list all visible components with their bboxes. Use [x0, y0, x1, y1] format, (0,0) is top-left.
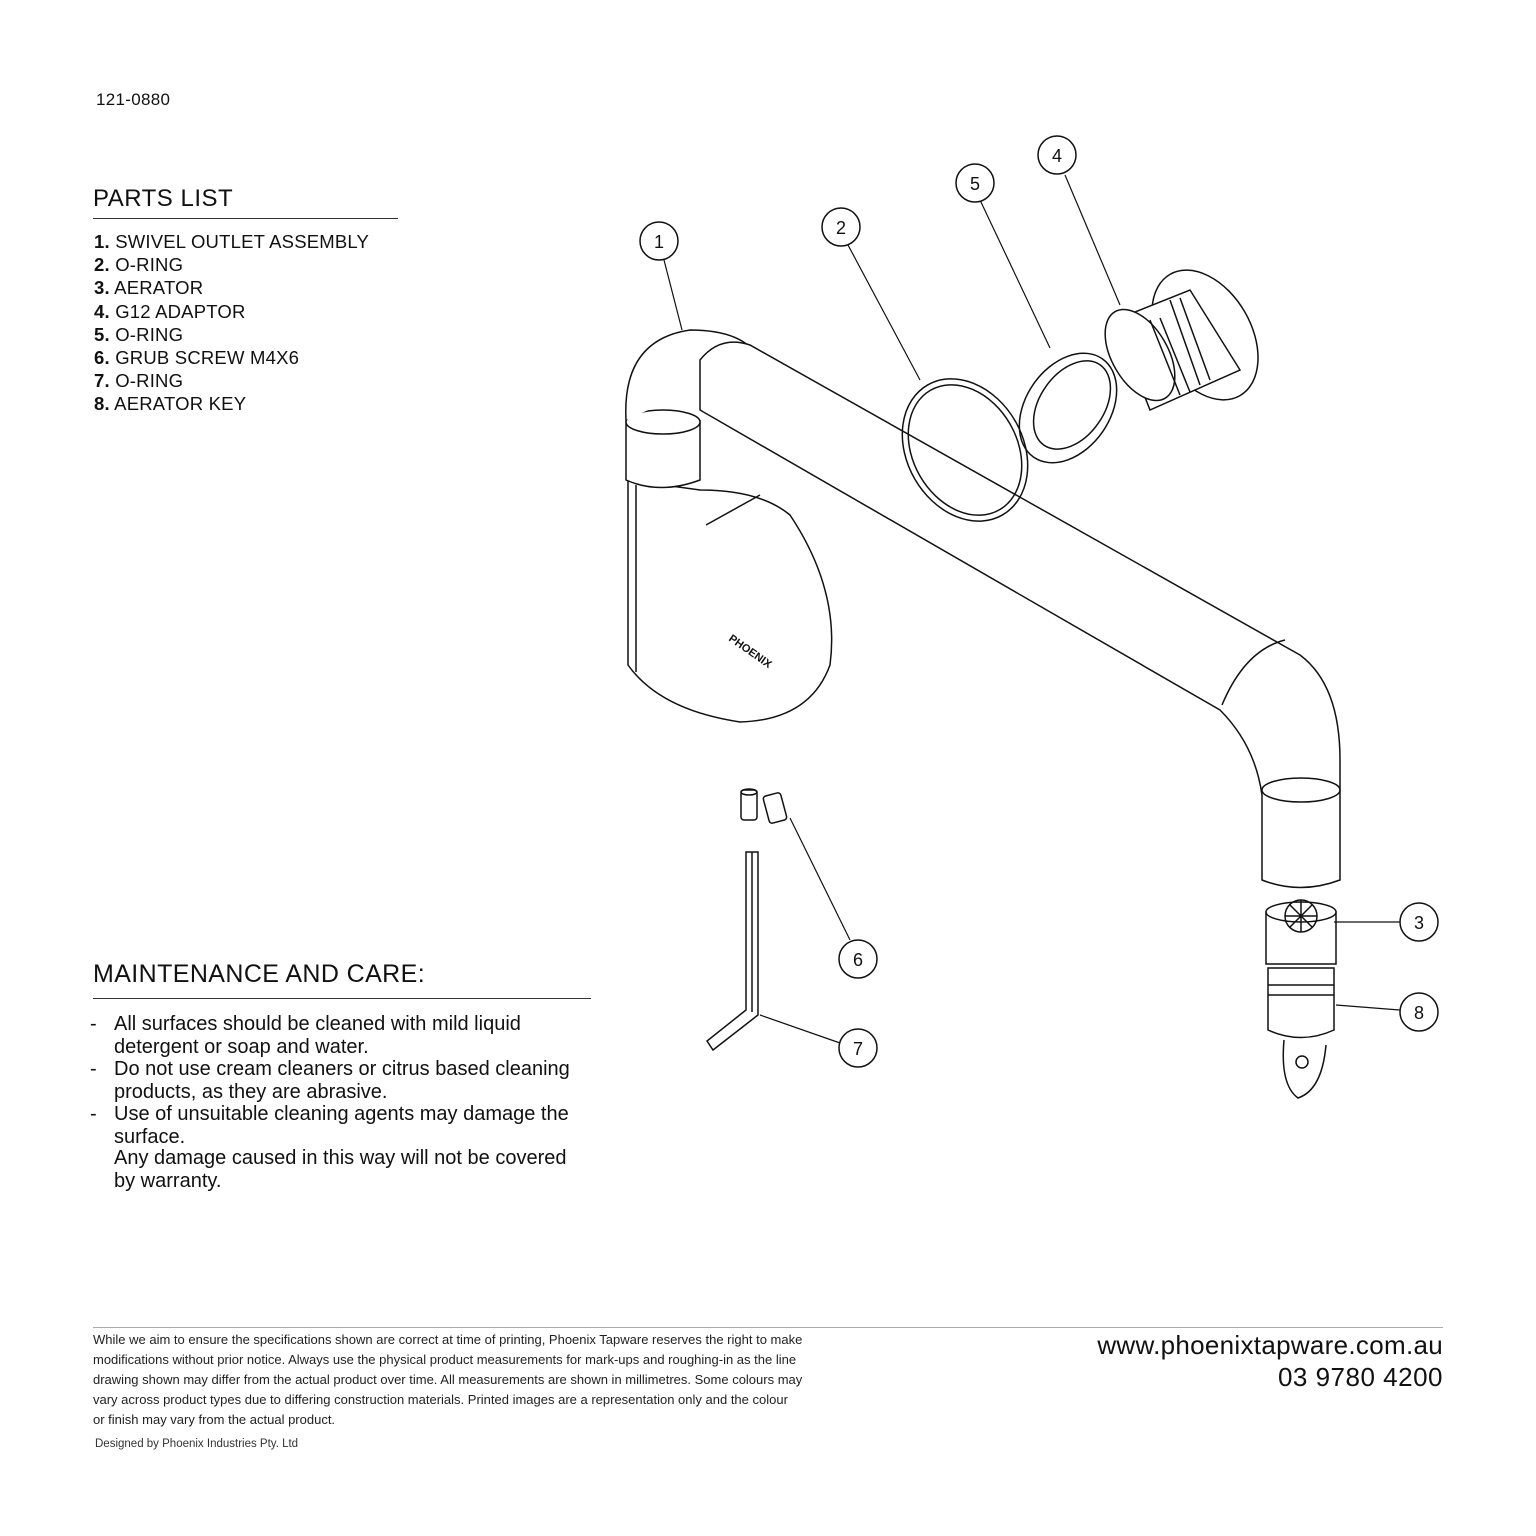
phone-number: 03 9780 4200: [1277, 1362, 1443, 1392]
parts-list-divider: [93, 218, 398, 219]
part-number: 2.: [94, 254, 110, 276]
callout-circle: [821, 207, 861, 247]
parts-list-title: PARTS LIST: [93, 185, 234, 212]
callout-5: 5: [970, 174, 980, 194]
swivel-outlet-assembly: PHOENIX: [625, 329, 1341, 889]
callout-7: 7: [853, 1039, 863, 1059]
part-label: O-RING: [115, 254, 184, 276]
bullet-dash: -: [90, 1013, 97, 1035]
footer-divider: [93, 1327, 1443, 1328]
part-label: G12 ADAPTOR: [115, 300, 246, 322]
part-number: 6.: [94, 347, 110, 369]
callout-circle: [838, 939, 878, 979]
bullet-dash: -: [90, 1058, 97, 1081]
parts-list-item: 1. SWIVEL OUTLET ASSEMBLY: [94, 230, 369, 253]
callout-8: 8: [1414, 1003, 1424, 1023]
callout-4: 4: [1052, 146, 1062, 166]
part-label: AERATOR KEY: [114, 393, 247, 415]
part-label: O-RING: [115, 370, 184, 392]
aerator-assembly: [1265, 899, 1337, 1099]
part-label: O-RING: [115, 323, 184, 345]
o-ring-large: [901, 378, 1029, 522]
callouts: 1 2 3 4 5 6 7 8: [639, 135, 1439, 1068]
callout-circle: [838, 1028, 878, 1068]
parts-list-item: 8. AERATOR KEY: [94, 392, 369, 415]
callout-2: 2: [836, 218, 846, 238]
part-number: 7.: [94, 370, 110, 392]
callout-circle: [1399, 992, 1439, 1032]
parts-list: 1. SWIVEL OUTLET ASSEMBLY 2. O-RING 3. A…: [94, 230, 369, 416]
maintenance-title: MAINTENANCE AND CARE:: [93, 960, 426, 988]
callout-circle: [1399, 902, 1439, 942]
part-number: 4.: [94, 300, 110, 322]
part-label: AERATOR: [114, 277, 204, 299]
maintenance-text: Do not use cream cleaners or citrus base…: [114, 1058, 570, 1103]
maintenance-item: -Use of unsuitable cleaning agents may d…: [90, 1103, 590, 1148]
maintenance-item: -All surfaces should be cleaned with mil…: [90, 1013, 590, 1058]
o-ring-small: [1018, 352, 1118, 464]
parts-list-item: 6. GRUB SCREW M4X6: [94, 346, 369, 369]
designed-by: Designed by Phoenix Industries Pty. Ltd: [95, 1438, 299, 1450]
callout-6: 6: [853, 950, 863, 970]
maintenance-text: All surfaces should be cleaned with mild…: [114, 1013, 521, 1058]
disclaimer-text: While we aim to ensure the specification…: [93, 1332, 803, 1427]
part-number: 3.: [94, 277, 110, 299]
parts-list-item: 2. O-RING: [94, 253, 369, 276]
g12-adaptor: [1104, 269, 1259, 412]
parts-list-item: 5. O-RING: [94, 323, 369, 346]
hex-key: [705, 851, 759, 1052]
parts-list-item: 7. O-RING: [94, 369, 369, 392]
callout-circle: [1037, 135, 1077, 175]
part-label: SWIVEL OUTLET ASSEMBLY: [115, 231, 370, 252]
part-label: GRUB SCREW M4X6: [115, 347, 300, 369]
part-number: 1.: [94, 231, 110, 252]
bullet-dash: -: [90, 1103, 97, 1126]
part-number: 5.: [94, 323, 110, 345]
grub-screws: [740, 788, 788, 824]
callout-circle: [955, 163, 995, 203]
parts-list-item: 4. G12 ADAPTOR: [94, 300, 369, 323]
parts-list-item: 3. AERATOR: [94, 276, 369, 299]
maintenance-item: -Do not use cream cleaners or citrus bas…: [90, 1058, 590, 1103]
part-number: 8.: [94, 393, 110, 415]
maintenance-list: -All surfaces should be cleaned with mil…: [90, 1013, 590, 1149]
callout-3: 3: [1414, 913, 1424, 933]
maintenance-text: Use of unsuitable cleaning agents may da…: [114, 1103, 569, 1148]
warranty-note: Any damage caused in this way will not b…: [114, 1147, 567, 1192]
website-link[interactable]: www.phoenixtapware.com.au: [1097, 1330, 1443, 1360]
callout-circle: [639, 221, 679, 261]
callout-1: 1: [654, 232, 664, 252]
product-code: 121-0880: [96, 90, 171, 109]
maintenance-divider: [93, 998, 591, 999]
leader-lines: [663, 174, 1401, 1044]
